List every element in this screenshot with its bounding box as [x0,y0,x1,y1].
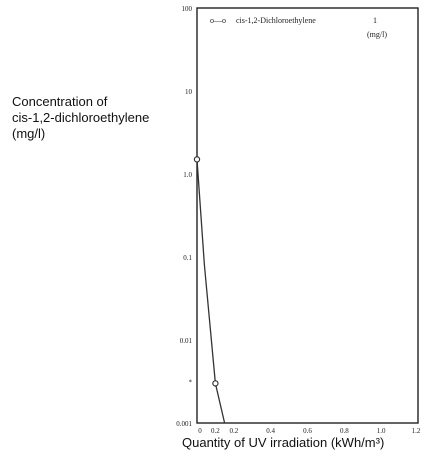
plot-frame [196,7,419,424]
y-tick-label: 0.001 [176,420,192,428]
x-tick-label: 0.4 [266,427,275,435]
y-axis-title-line-1: Concentration of [12,94,108,109]
data-point [193,156,201,163]
y-tick-label: 1.0 [183,171,192,179]
y-tick-label: 10 [185,88,193,96]
legend-unit: (mg/l) [367,30,387,39]
y-tick-label: * [189,379,193,387]
y-axis-title-line-2: cis-1,2-dichloroethylene [12,110,150,125]
x-tick-label: 0.6 [303,427,312,435]
x-tick-label: 0 [198,427,202,435]
x-tick-label: 0.2 [229,427,238,435]
x-tick-label: 0.8 [340,427,349,435]
series-group [193,156,226,424]
legend-label: cis-1,2-Dichloroethylene [236,16,316,25]
x-tick-label: 1.2 [412,427,421,435]
y-tick-label: 0.1 [183,254,192,262]
series-line [196,159,226,424]
x-axis-title: Quantity of UV irradiation (kWh/m³) [182,435,385,450]
x-tick-label: 0.2 [211,427,220,435]
y-axis-title-line-3: (mg/l) [12,126,46,141]
legend-symbol: o—o [210,16,226,25]
x-tick-label: 1.0 [377,427,386,435]
y-tick-label: 0.01 [180,337,193,345]
tick-labels: 100 10 1.0 0.1 0.01 * 0.001 0 0.2 0.2 0.4 0.6 0.8 1.0… [176,5,421,435]
data-point [212,380,219,387]
y-tick-label: 100 [182,5,193,13]
legend-value: 1 [373,16,377,25]
